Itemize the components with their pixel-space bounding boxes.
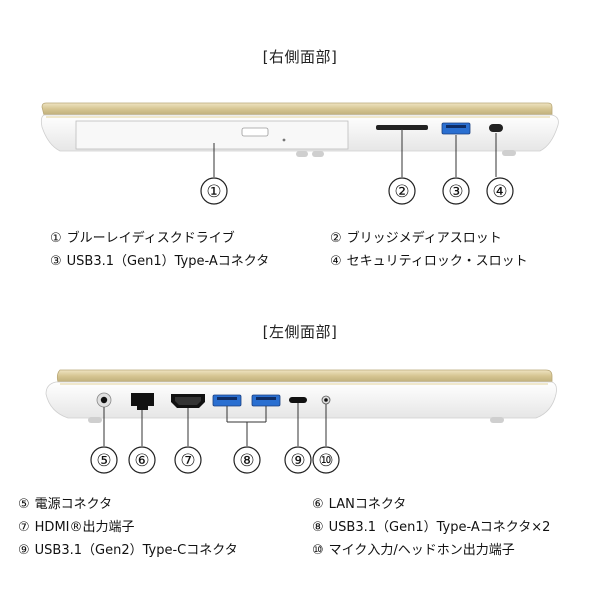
svg-text:⑦: ⑦ [180, 451, 195, 471]
svg-text:②: ② [394, 182, 409, 202]
left-side-title: [左側面部] [262, 323, 338, 341]
callout-9: ⑨ [284, 446, 312, 474]
svg-text:⑥: ⑥ [134, 451, 149, 471]
callout-6: ⑥ [128, 446, 156, 474]
svg-text:⑩: ⑩ [318, 451, 333, 471]
svg-text:⑤: ⑤ [96, 451, 111, 471]
callout-2: ② [388, 177, 416, 205]
callout-10: ⑩ [312, 446, 340, 474]
lan-port [131, 393, 154, 410]
usb-a-port-2 [251, 394, 281, 407]
usb-c-port [289, 397, 307, 403]
lock-slot [489, 124, 503, 132]
svg-text:③: ③ [448, 182, 463, 202]
usb-a-port-1 [212, 394, 242, 407]
lid [56, 369, 553, 383]
eject-button [241, 127, 269, 137]
svg-text:⑨: ⑨ [290, 451, 305, 471]
svg-text:⑧: ⑧ [239, 451, 254, 471]
callout-7: ⑦ [174, 446, 202, 474]
callout-4: ④ [486, 177, 514, 205]
card-slot [376, 125, 428, 130]
callout-1: ① [200, 177, 228, 205]
bluray-drive [75, 120, 349, 150]
lid [41, 102, 553, 116]
right-side-title: [右側面部] [262, 48, 338, 66]
right-side-laptop-illustration: ① ② ③ ④ [40, 102, 559, 205]
left-side-laptop-illustration: ⑤ ⑥ ⑦ ⑧ ⑨ ⑩ [45, 369, 557, 474]
svg-text:①: ① [206, 182, 221, 202]
callout-8: ⑧ [233, 446, 261, 474]
callout-5: ⑤ [90, 446, 118, 474]
callout-3: ③ [442, 177, 470, 205]
svg-text:④: ④ [492, 182, 507, 202]
usb-a-port [441, 122, 471, 135]
